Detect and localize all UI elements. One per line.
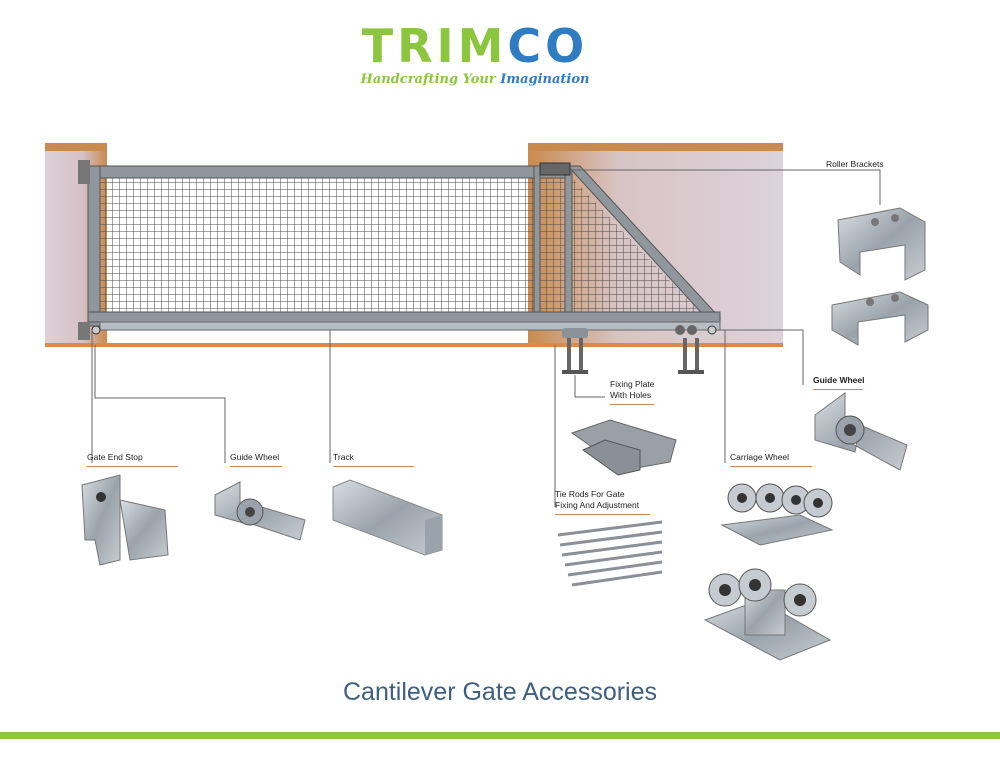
label-line: Fixing Plate <box>610 379 655 389</box>
tagline-green: Handcrafting Your <box>360 72 496 87</box>
track-image <box>332 479 443 556</box>
guide-wheel-image-left <box>214 481 306 541</box>
logo-text-green: TRIM <box>361 19 508 73</box>
carriage-assembly-2 <box>675 325 704 374</box>
label-fixing-plate: Fixing Plate With Holes <box>610 379 654 405</box>
label-roller-brackets: Roller Brackets <box>826 159 884 169</box>
roller-bracket-image-2 <box>831 291 929 346</box>
tie-rods-image <box>557 520 663 587</box>
label-tie-rods: Tie Rods For Gate Fixing And Adjustment <box>555 489 650 515</box>
label-gate-end-stop: Gate End Stop <box>87 452 178 467</box>
tagline-blue: Imagination <box>500 72 590 87</box>
carriage-wheel-image-2 <box>703 568 832 661</box>
label-guide-wheel-left: Guide Wheel <box>230 452 282 467</box>
label-line: Tie Rods For Gate <box>555 489 625 499</box>
page-title: Cantilever Gate Accessories <box>342 678 658 706</box>
footer-green-bar <box>0 732 1000 739</box>
gate-frame <box>78 160 722 340</box>
label-line: With Holes <box>610 390 652 400</box>
gate-end-stop-image <box>81 474 169 566</box>
carriage-assembly-1 <box>562 328 588 374</box>
trimco-logo: TRIMCO Handcrafting Your Imagination <box>355 22 595 87</box>
fixing-plate-image <box>570 419 677 476</box>
label-line: Fixing And Adjustment <box>555 500 640 510</box>
guide-wheel-image-right <box>814 392 908 471</box>
logo-text-blue: CO <box>507 19 589 73</box>
leader-lines <box>91 169 881 507</box>
roller-bracket-image-1 <box>837 207 926 281</box>
carriage-wheel-image-1 <box>720 483 834 546</box>
label-carriage-wheel: Carriage Wheel <box>730 452 812 467</box>
label-guide-wheel-right: Guide Wheel <box>813 375 864 390</box>
label-track: Track <box>333 452 414 467</box>
ground-line <box>45 343 783 347</box>
